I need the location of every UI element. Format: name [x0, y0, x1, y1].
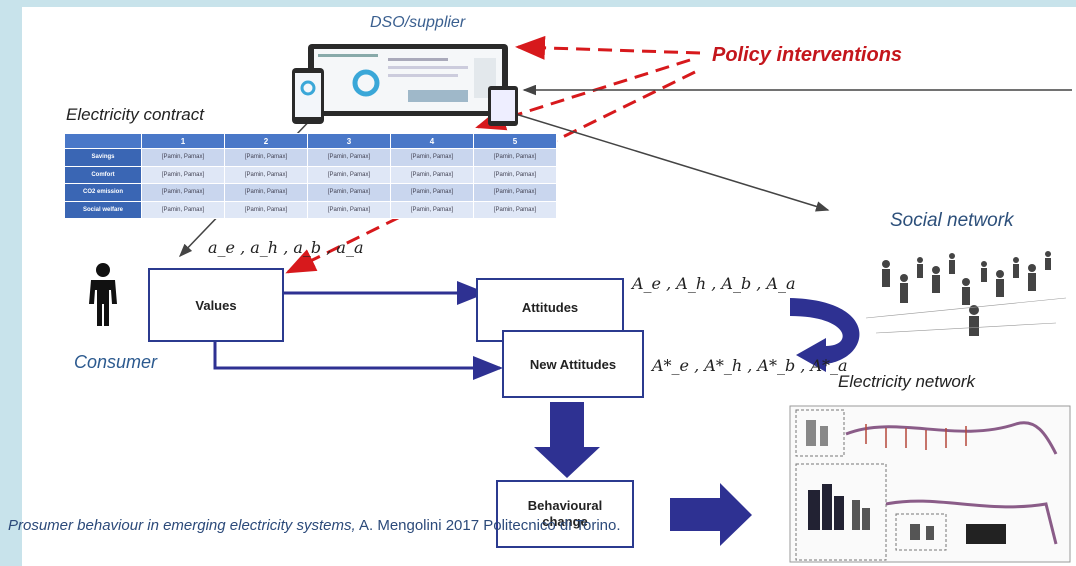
social-network-people-image — [866, 251, 1066, 336]
citation-caption: Prosumer behaviour in emerging electrici… — [8, 516, 621, 535]
table-cell: [Pamin, Pamax] — [390, 165, 474, 184]
row-header: CO2 emission — [64, 183, 142, 202]
column-header: 2 — [224, 133, 308, 149]
column-header: 3 — [307, 133, 391, 149]
caption-rest: A. Mengolini 2017 Politecnico di Torino. — [355, 517, 621, 534]
policy-interventions-label: Policy interventions — [712, 44, 903, 66]
values-to-new-attitudes-arrow — [213, 342, 503, 380]
dso-to-social-line — [469, 99, 830, 212]
table-row: Savings [Pamin, Pamax] [Pamin, Pamax] [P… — [64, 148, 557, 167]
behavioural-change-box: Behavioural change — [496, 480, 634, 548]
electricity-network-label: Electricity network — [838, 372, 975, 391]
attitudes-text: A_e , A_h , A_b , A_a — [632, 274, 796, 293]
dso-supplier-label: DSO/supplier — [370, 14, 466, 31]
table-cell: [Pamin, Pamax] — [473, 165, 557, 184]
social-network-label: Social network — [890, 210, 1014, 231]
table-cell: [Pamin, Pamax] — [141, 200, 225, 219]
dso-supplier-devices-image — [292, 44, 518, 126]
row-header: Social welfare — [64, 200, 142, 219]
table-row: Social welfare [Pamin, Pamax] [Pamin, Pa… — [64, 200, 557, 219]
table-cell: [Pamin, Pamax] — [307, 165, 391, 184]
column-header: 1 — [141, 133, 225, 149]
table-cell: [Pamin, Pamax] — [224, 148, 308, 167]
table-cell: [Pamin, Pamax] — [473, 148, 557, 167]
policy-arrow-to-dso — [515, 35, 701, 60]
values-box: Values — [148, 268, 284, 342]
table-cell: [Pamin, Pamax] — [390, 183, 474, 202]
new-attitudes-box-label: New Attitudes — [529, 356, 617, 372]
new-attitudes-text: A*_e , A*_h , A*_b , A*_a — [652, 356, 848, 375]
table-cell: [Pamin, Pamax] — [307, 148, 391, 167]
table-cell: [Pamin, Pamax] — [224, 183, 308, 202]
weights-text: a_e , a_h , a_b , a_a — [208, 238, 364, 257]
table-cell: [Pamin, Pamax] — [141, 148, 225, 167]
attitudes-formula: A_e , A_h , A_b , A_a — [632, 274, 796, 293]
down-arrow — [534, 402, 600, 478]
caption-title: Prosumer behaviour in emerging electrici… — [8, 517, 356, 534]
new-attitudes-box: New Attitudes — [502, 330, 644, 398]
table-cell: [Pamin, Pamax] — [473, 200, 557, 219]
values-box-label: Values — [195, 297, 237, 313]
table-cell: [Pamin, Pamax] — [307, 200, 391, 219]
weights-formula: a_e , a_h , a_b , a_a — [208, 238, 363, 257]
table-cell: [Pamin, Pamax] — [224, 200, 308, 219]
electricity-contract-label: Electricity contract — [66, 105, 204, 124]
right-arrow — [670, 483, 752, 546]
table-cell: [Pamin, Pamax] — [473, 183, 557, 202]
table-row: Comfort [Pamin, Pamax] [Pamin, Pamax] [P… — [64, 165, 557, 184]
attitudes-box-label: Attitudes — [521, 300, 579, 315]
behavioural-change-label: Behavioural change — [527, 498, 603, 529]
electricity-contract-table: 1 2 3 4 5 Savings [Pamin, Pamax] [Pamin,… — [64, 133, 557, 219]
consumer-label: Consumer — [74, 352, 158, 372]
table-row: CO2 emission [Pamin, Pamax] [Pamin, Pama… — [64, 183, 557, 202]
table-cell: [Pamin, Pamax] — [141, 183, 225, 202]
table-cell: [Pamin, Pamax] — [307, 183, 391, 202]
electricity-network-schematic — [789, 405, 1071, 563]
curved-feedback-arrow — [790, 298, 860, 372]
column-header: 5 — [473, 133, 557, 149]
table-cell: [Pamin, Pamax] — [224, 165, 308, 184]
person-icon — [89, 263, 117, 326]
new-attitudes-formula: A*_e , A*_h , A*_b , A*_a — [652, 356, 848, 375]
row-header: Comfort — [64, 165, 142, 184]
table-cell: [Pamin, Pamax] — [141, 165, 225, 184]
table-cell: [Pamin, Pamax] — [390, 148, 474, 167]
row-header: Savings — [64, 148, 142, 167]
table-corner — [64, 133, 142, 149]
table-cell: [Pamin, Pamax] — [390, 200, 474, 219]
column-header: 4 — [390, 133, 474, 149]
